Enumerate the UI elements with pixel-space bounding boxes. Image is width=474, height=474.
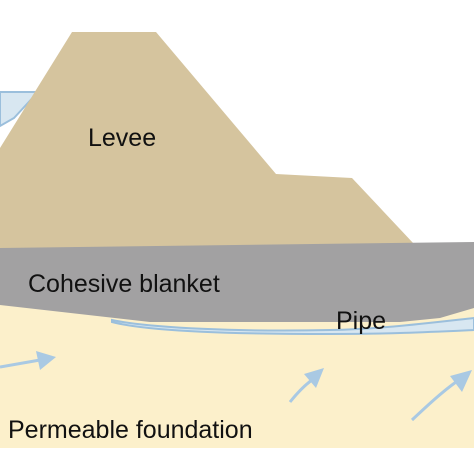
- levee-body: [0, 32, 474, 258]
- pipe-channel: [111, 316, 474, 336]
- river-water: [0, 91, 41, 128]
- permeable-foundation-label: Permeable foundation: [8, 416, 253, 444]
- cohesive-blanket-label: Cohesive blanket: [28, 270, 220, 298]
- seepage-arrow-left: [0, 351, 56, 370]
- seepage-arrow-middle: [288, 368, 324, 403]
- permeable-foundation-layer: [0, 300, 474, 448]
- seepage-arrow-right: [410, 370, 472, 422]
- levee-label: Levee: [88, 124, 156, 152]
- pipe-label: Pipe: [336, 307, 386, 335]
- cohesive-blanket-layer: [0, 242, 474, 322]
